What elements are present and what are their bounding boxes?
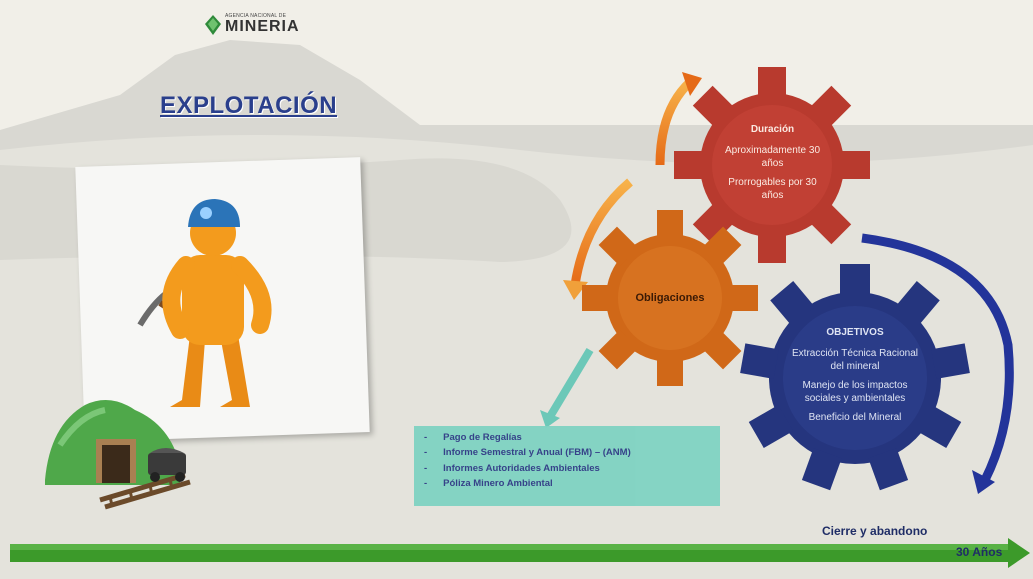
agency-logo: AGENCIA NACIONAL DE MINERIA (205, 14, 300, 35)
logo-subtitle: AGENCIA NACIONAL DE (225, 13, 287, 19)
page-title: EXPLOTACIÓN (160, 92, 338, 119)
obligations-list: Pago de Regalías Informe Semestral y Anu… (424, 430, 712, 492)
gear-objectives: OBJETIVOS Extracción Técnica Racional de… (730, 258, 980, 498)
duration-line-1: Aproximadamente 30 años (724, 144, 821, 169)
obligations-label: Obligaciones (635, 291, 705, 304)
logo-title: MINERIA (225, 18, 300, 35)
diamond-logo-icon (205, 14, 221, 35)
objective-item: Manejo de los impactos sociales y ambien… (802, 380, 908, 404)
list-item: Informes Autoridades Ambientales (424, 461, 712, 476)
gear-red-icon (674, 67, 870, 263)
objectives-heading: OBJETIVOS (826, 327, 884, 338)
gear-obligations: Obligaciones (575, 205, 765, 390)
list-item: Informe Semestral y Anual (FBM) – (ANM) (424, 445, 712, 460)
obligations-list-box: Pago de Regalías Informe Semestral y Anu… (414, 426, 720, 506)
timeline-arrow (10, 538, 1030, 568)
mine-entrance-icon (45, 400, 191, 510)
objective-item: Beneficio del Mineral (808, 412, 902, 423)
closure-label: Cierre y abandono (822, 524, 928, 538)
objective-item: Extracción Técnica Racional del mineral (792, 348, 918, 372)
list-item: Póliza Minero Ambiental (424, 476, 712, 491)
list-item: Pago de Regalías (424, 430, 712, 445)
duration-heading: Duración (750, 123, 795, 135)
miner-figure-icon (137, 199, 272, 407)
gear-blue-icon (740, 264, 970, 491)
duration-line-2: Prorrogables por 30 años (728, 176, 817, 201)
timeline-end-label: 30 Años (956, 545, 1003, 559)
gear-orange-icon (582, 210, 758, 386)
gear-duration: Duración Aproximadamente 30 años Prorrog… (660, 65, 885, 265)
